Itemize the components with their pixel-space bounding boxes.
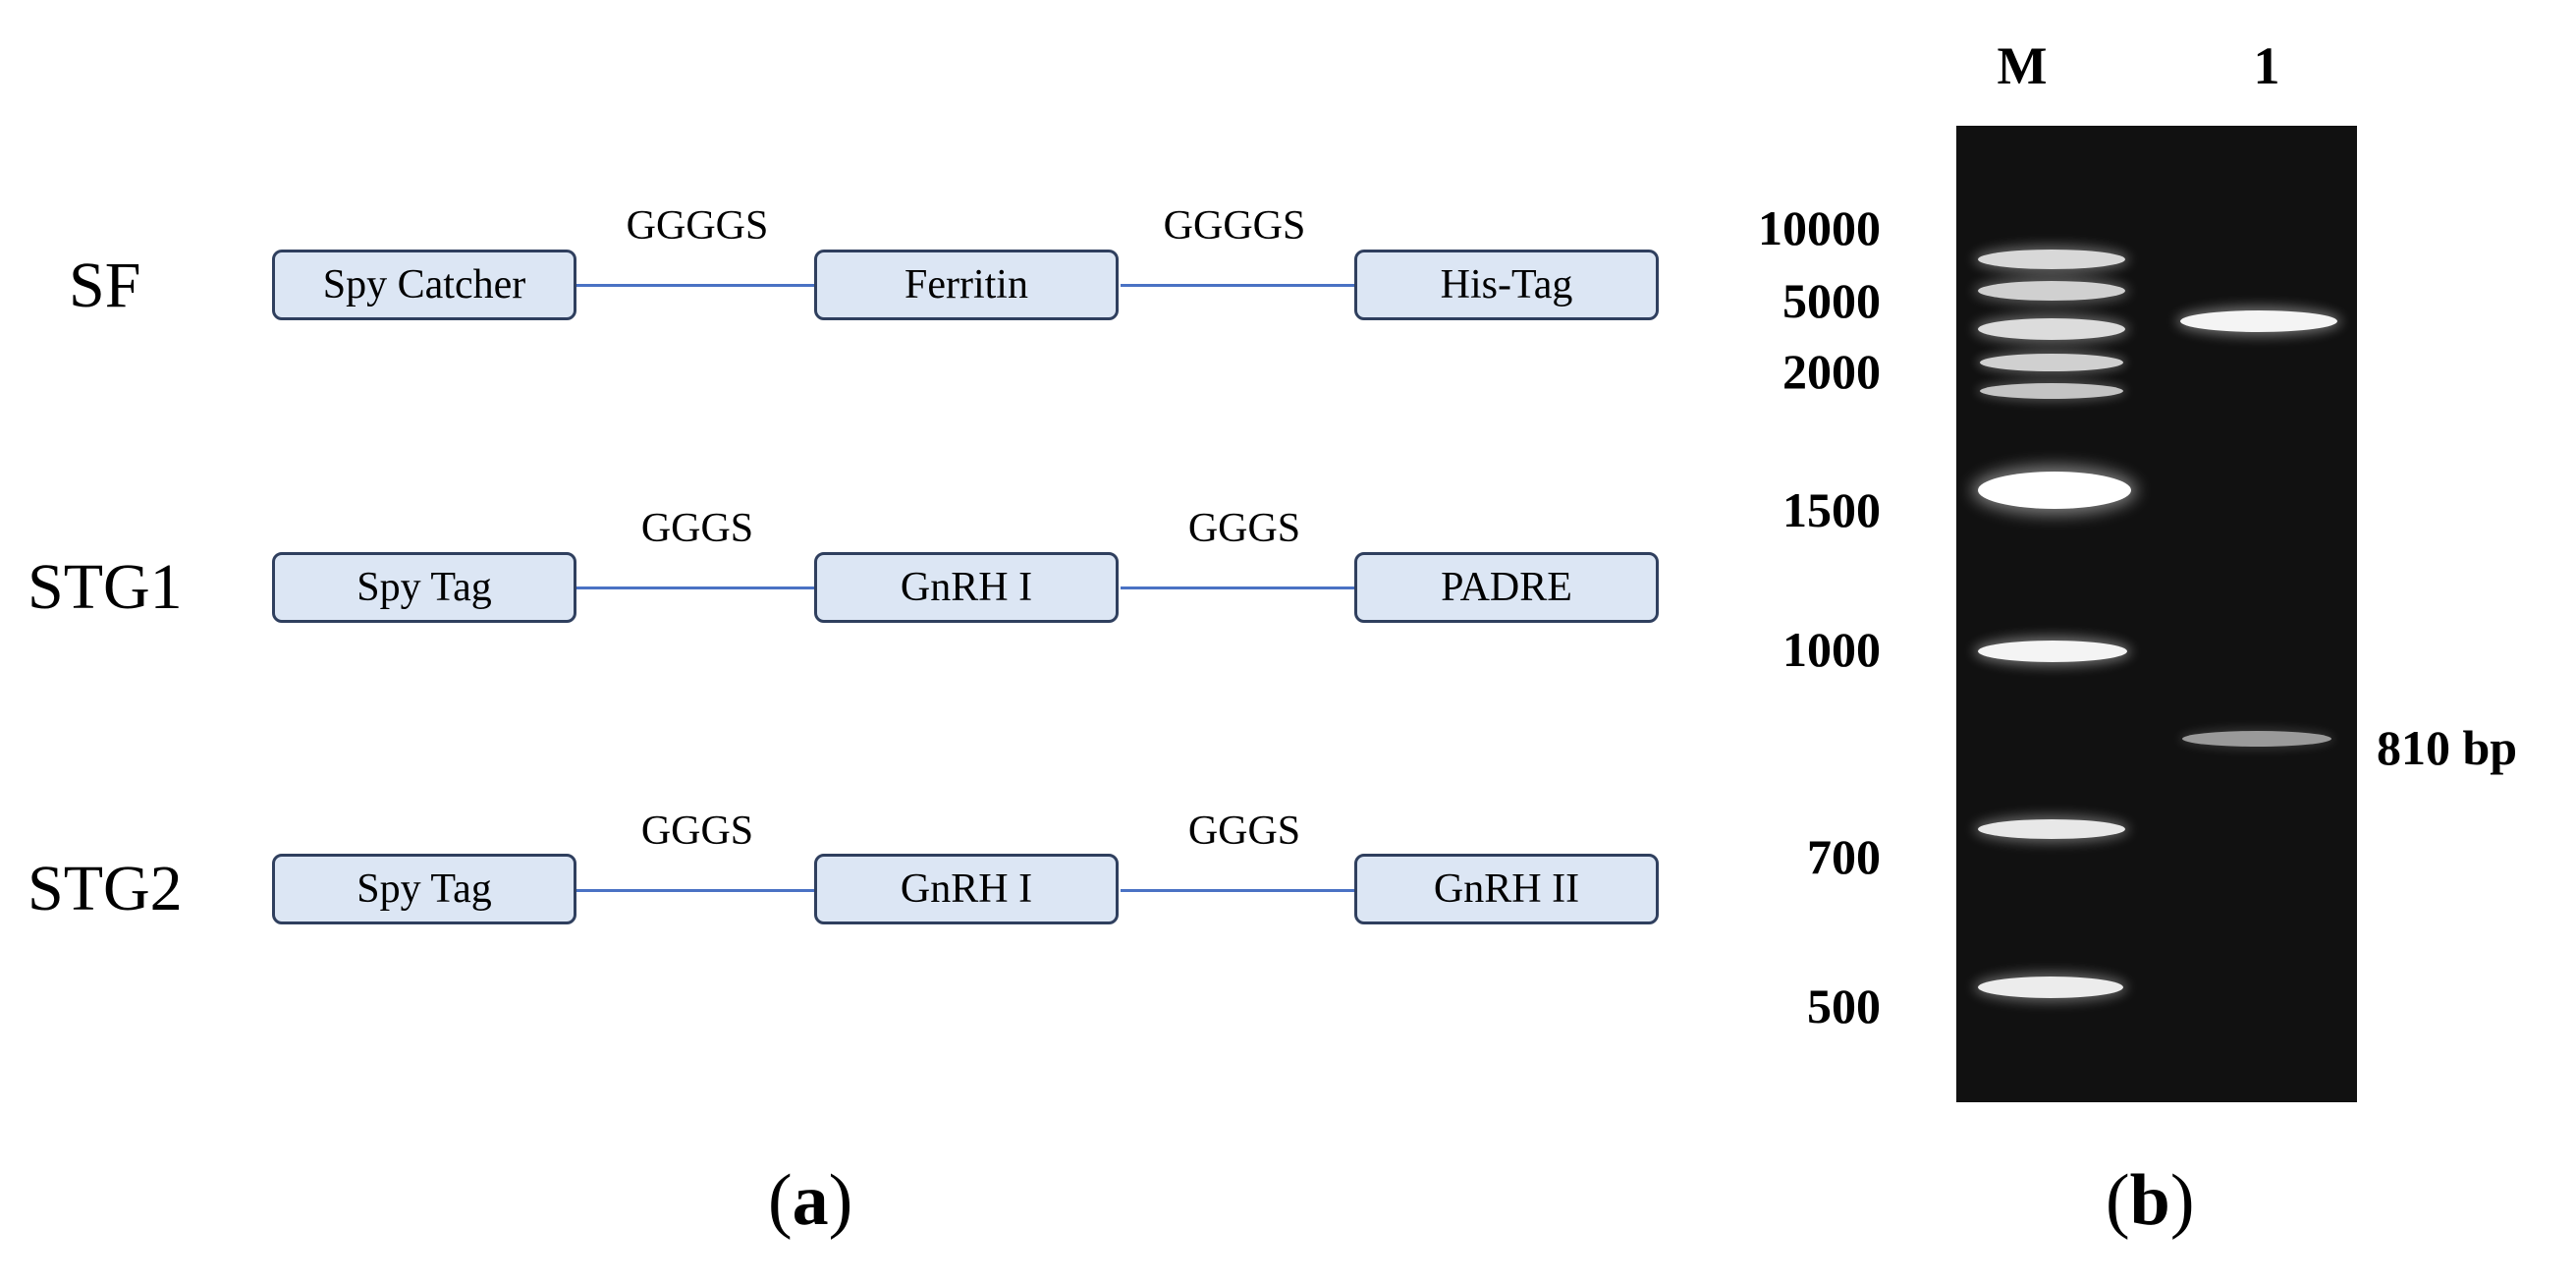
domain-box: Ferritin [814, 250, 1119, 320]
ladder-label: 2000 [1782, 344, 1881, 399]
product-size-label: 810 bp [2377, 720, 2518, 775]
ladder-label: 1500 [1782, 482, 1881, 537]
linker-label: GGGGS [1163, 203, 1306, 249]
domain-box: Spy Catcher [272, 250, 576, 320]
ladder-band [1978, 250, 2125, 269]
domain-box: His-Tag [1354, 250, 1659, 320]
linker-line [576, 889, 816, 892]
linker-label: GGGGS [626, 203, 769, 249]
ladder-band [1978, 472, 2131, 509]
linker-line [1121, 889, 1356, 892]
linker-label: GGGS [1187, 506, 1301, 551]
ladder-band [1978, 281, 2125, 301]
domain-box: Spy Tag [272, 552, 576, 623]
domain-box: PADRE [1354, 552, 1659, 623]
linker-line [576, 284, 816, 287]
gel-lanes [1956, 126, 2357, 1102]
lane-label-m: M [1997, 36, 2048, 95]
ladder-band [1978, 641, 2127, 662]
ladder-band [1978, 318, 2125, 340]
ladder-label: 1000 [1782, 622, 1881, 677]
linker-line [1121, 586, 1356, 589]
domain-box: Spy Tag [272, 854, 576, 924]
domain-box: GnRH II [1354, 854, 1659, 924]
lane-label-1: 1 [2253, 36, 2280, 95]
construct-name-stg2: STG2 [27, 853, 183, 924]
construct-name-sf: SF [69, 250, 141, 321]
ladder-label: 500 [1807, 978, 1881, 1033]
ladder-band [1980, 354, 2123, 371]
construct-name-stg1: STG1 [27, 551, 183, 623]
linker-line [1121, 284, 1356, 287]
linker-line [576, 586, 816, 589]
panel-caption-b: (b) [2106, 1160, 2195, 1241]
sample-band [2180, 310, 2337, 332]
linker-label: GGGS [640, 506, 754, 551]
linker-label: GGGS [1187, 809, 1301, 854]
ladder-label: 700 [1807, 829, 1881, 884]
ladder-label: 5000 [1782, 273, 1881, 328]
sample-band [2182, 731, 2331, 747]
ladder-band [1980, 383, 2123, 399]
ladder-band [1978, 977, 2123, 998]
ladder-label: 10000 [1758, 200, 1881, 255]
ladder-band [1978, 819, 2125, 839]
linker-label: GGGS [640, 809, 754, 854]
domain-box: GnRH I [814, 552, 1119, 623]
panel-caption-a: (a) [768, 1160, 853, 1241]
domain-box: GnRH I [814, 854, 1119, 924]
